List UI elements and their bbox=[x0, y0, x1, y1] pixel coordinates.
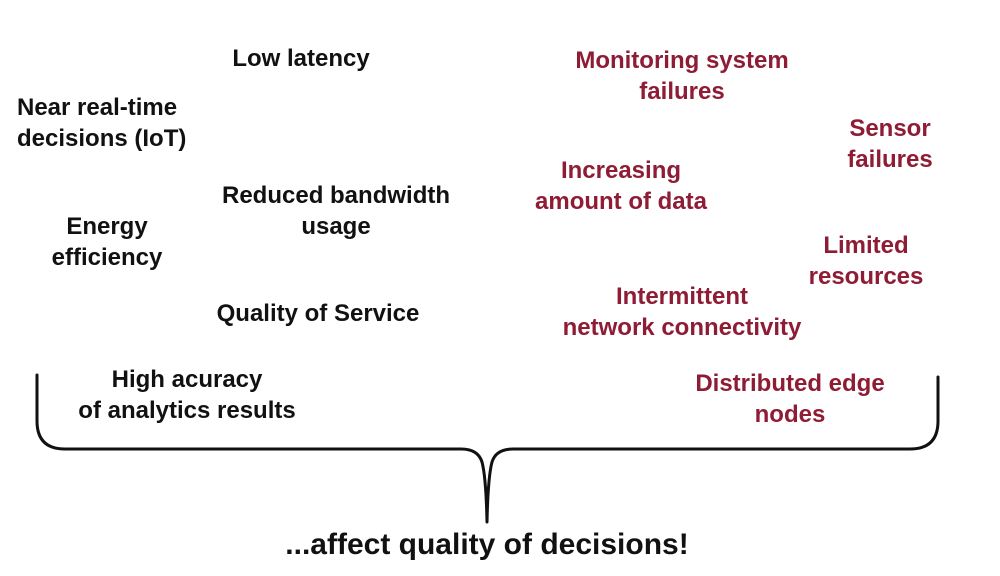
challenge-increasing-amount-of-data: Increasing amount of data bbox=[535, 157, 707, 215]
conclusion-text: ...affect quality of decisions! bbox=[285, 528, 689, 561]
challenge-sensor-failures: Sensor failures bbox=[847, 115, 933, 173]
benefit-near-real-time-decisions: Near real-time decisions (IoT) bbox=[17, 94, 187, 152]
benefit-energy-efficiency: Energy efficiency bbox=[51, 213, 163, 271]
benefit-low-latency: Low latency bbox=[232, 45, 370, 72]
challenge-intermittent-network-connectivity: Intermittent network connectivity bbox=[562, 283, 802, 341]
benefit-reduced-bandwidth-usage: Reduced bandwidth usage bbox=[222, 182, 450, 240]
challenge-limited-resources: Limited resources bbox=[808, 232, 924, 290]
challenge-monitoring-system-failures: Monitoring system failures bbox=[575, 47, 789, 105]
benefit-quality-of-service: Quality of Service bbox=[216, 300, 420, 327]
challenge-distributed-edge-nodes: Distributed edge nodes bbox=[695, 370, 885, 428]
benefit-high-accuracy: High acuracy of analytics results bbox=[78, 366, 296, 424]
